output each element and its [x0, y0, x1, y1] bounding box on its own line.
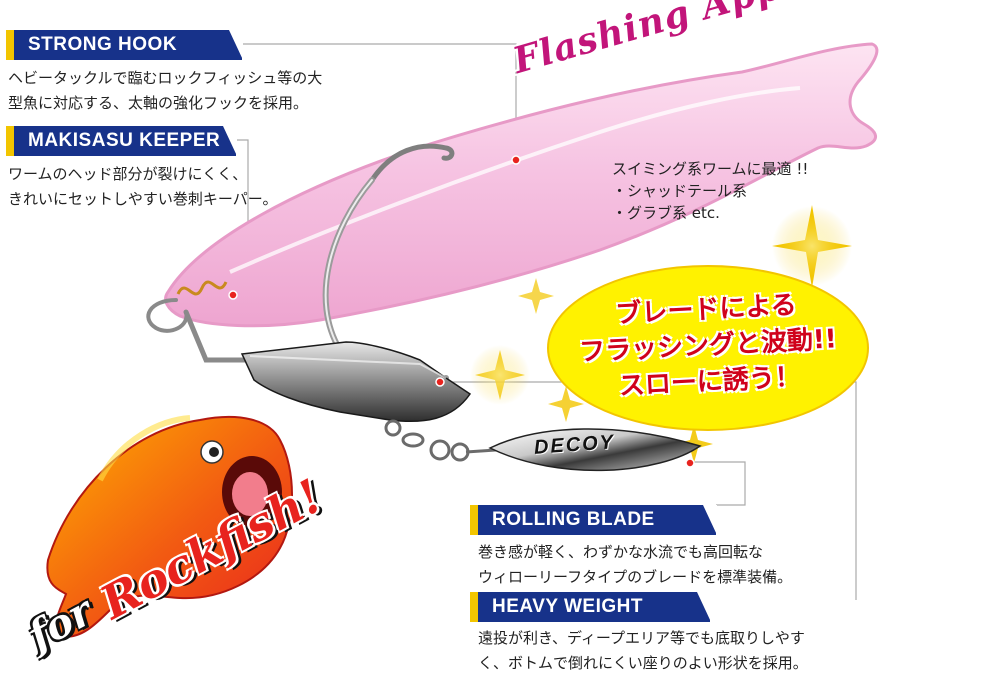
swimbait-worm: [164, 42, 879, 328]
label-stripe: [470, 505, 478, 535]
heavy-weight-label: HEAVY WEIGHT: [470, 592, 711, 622]
sparkle-effects: [470, 205, 852, 463]
makisasu-keeper-title: MAKISASU KEEPER: [28, 130, 221, 151]
label-cut: [697, 592, 711, 622]
rockfish-illustration: [46, 415, 293, 638]
heavy-weight-desc-line1: 遠投が利き、ディープエリア等でも底取りしやす: [478, 629, 805, 647]
willow-blade: [488, 428, 702, 472]
strong-hook-title: STRONG HOOK: [28, 34, 178, 55]
makisasu-keeper-label: MAKISASU KEEPER: [6, 126, 237, 156]
strong-hook-desc-line2: 型魚に対応する、太軸の強化フックを採用。: [8, 94, 309, 112]
heavy-weight-desc-line2: く、ボトムで倒れにくい座りのよい形状を採用。: [478, 654, 808, 672]
rolling-blade-desc: 巻き感が軽く、わずかな水流でも高回転な ウィローリーフタイプのブレードを標準装備…: [478, 540, 792, 590]
makisasu-keeper-desc-line1: ワームのヘッド部分が裂けにくく、: [8, 165, 248, 183]
rolling-blade-label: ROLLING BLADE: [470, 505, 717, 535]
label-cut: [229, 30, 243, 60]
label-cut: [703, 505, 717, 535]
label-stripe: [6, 30, 14, 60]
heavy-weight-title: HEAVY WEIGHT: [492, 596, 643, 617]
worm-compatibility: スイミング系ワームに最適 !! ・シャッドテール系 ・グラブ系 etc.: [612, 158, 808, 224]
strong-hook-label: STRONG HOOK: [6, 30, 243, 60]
makisasu-keeper-desc-line2: きれいにセットしやすい巻刺キーパー。: [8, 190, 278, 208]
heavy-weight-desc: 遠投が利き、ディープエリア等でも底取りしやす く、ボトムで倒れにくい座りのよい形…: [478, 626, 808, 676]
strong-hook-desc: ヘビータックルで臨むロックフィッシュ等の大 型魚に対応する、太軸の強化フックを採…: [8, 66, 322, 116]
makisasu-keeper-desc: ワームのヘッド部分が裂けにくく、 きれいにセットしやすい巻刺キーパー。: [8, 162, 278, 212]
compatibility-line3: ・グラブ系 etc.: [612, 204, 720, 222]
blade-callout-bubble: [547, 265, 869, 431]
keeper-coil: [176, 280, 228, 296]
label-stripe: [6, 126, 14, 156]
rolling-blade-desc-line1: 巻き感が軽く、わずかな水流でも高回転な: [478, 543, 764, 561]
rolling-blade-title: ROLLING BLADE: [492, 509, 655, 530]
swivel: [384, 419, 497, 462]
compatibility-line2: ・シャッドテール系: [612, 182, 748, 200]
compatibility-line1: スイミング系ワームに最適 !!: [612, 160, 809, 178]
jig-weight-head: [240, 341, 472, 423]
label-stripe: [470, 592, 478, 622]
blade-callout-text: ブレードによる フラッシングと波動!! スローに誘う！: [549, 284, 866, 408]
rolling-blade-desc-line2: ウィローリーフタイプのブレードを標準装備。: [478, 568, 793, 586]
strong-hook-desc-line1: ヘビータックルで臨むロックフィッシュ等の大: [8, 69, 323, 87]
label-cut: [223, 126, 237, 156]
callout-dots: [228, 155, 695, 468]
